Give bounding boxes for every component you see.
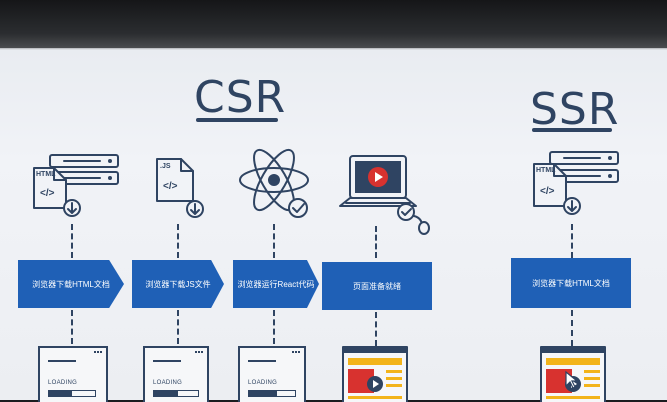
connector-line (571, 310, 573, 346)
connector-line (273, 310, 275, 344)
ready-page-screen (342, 346, 408, 402)
html-document-icon: HTML </> (33, 154, 119, 217)
download-icon (563, 197, 581, 215)
check-icon (397, 203, 415, 221)
csr-step-1: 浏览器下载HTML文档 (18, 260, 124, 308)
ssr-html-document-icon: HTML </> (533, 151, 619, 215)
connector-line (571, 224, 573, 258)
svg-text:</>: </> (540, 186, 555, 197)
connector-line (177, 224, 179, 258)
csr-title: CSR (194, 72, 287, 123)
play-icon (368, 167, 388, 187)
ssr-title-underline (532, 128, 612, 132)
csr-step-3: 浏览器运行React代码 (233, 260, 319, 308)
ssr-title: SSR (530, 84, 620, 135)
play-icon (367, 376, 383, 392)
ssr-step-1: 浏览器下载HTML文档 (511, 258, 631, 308)
loading-screen: LOADING (38, 346, 108, 402)
cursor-icon (565, 370, 579, 389)
ssr-ready-page-screen (540, 346, 606, 402)
svg-text:HTML: HTML (36, 171, 56, 178)
loading-screen: LOADING (238, 346, 306, 402)
react-atom-icon (239, 148, 309, 218)
mouse-icon (413, 215, 430, 235)
download-icon (63, 199, 81, 217)
csr-title-underline (196, 118, 278, 122)
connector-line (273, 224, 275, 258)
check-icon (288, 198, 308, 218)
svg-text:</>: </> (163, 181, 178, 192)
connector-line (375, 312, 377, 346)
laptop-icon (339, 155, 430, 235)
loading-screen: LOADING (143, 346, 209, 402)
csr-step-4: 页面准备就绪 (322, 262, 432, 310)
csr-step-2: 浏览器下载JS文件 (132, 260, 224, 308)
connector-line (71, 310, 73, 344)
connector-line (71, 224, 73, 258)
connector-line (375, 226, 377, 258)
connector-line (177, 310, 179, 344)
svg-text:</>: </> (40, 188, 55, 199)
photo-top-dark-edge (0, 0, 667, 48)
svg-text:HTML: HTML (536, 167, 556, 174)
js-document-icon: .JS </> (156, 158, 204, 218)
download-icon (186, 200, 204, 218)
svg-text:.JS: .JS (160, 163, 171, 170)
